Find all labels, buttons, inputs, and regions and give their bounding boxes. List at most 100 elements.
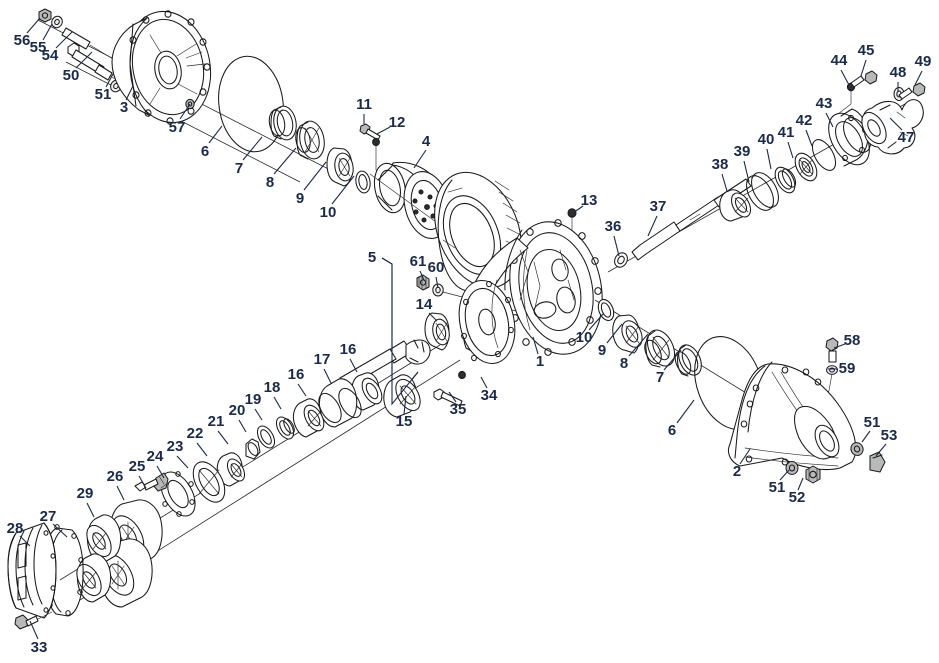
part-bearing-cup-22 bbox=[192, 461, 226, 503]
callout-39-bearing-cup-input: 39 bbox=[734, 143, 750, 183]
callout-26-helical-gear-set: 26 bbox=[107, 468, 125, 501]
leader-line-2 bbox=[739, 448, 751, 465]
callout-number-25: 25 bbox=[129, 458, 146, 475]
callout-number-38: 38 bbox=[712, 156, 729, 173]
leader-line-4 bbox=[413, 149, 427, 169]
callout-18-thrust-washer: 18 bbox=[264, 379, 282, 410]
callout-number-6: 6 bbox=[201, 143, 209, 160]
callout-number-22: 22 bbox=[187, 425, 204, 442]
callout-number-10: 10 bbox=[320, 204, 337, 221]
callout-number-56: 56 bbox=[14, 32, 31, 49]
callout-number-15: 15 bbox=[396, 413, 413, 430]
part-output-yoke-47 bbox=[861, 99, 924, 155]
callout-number-23: 23 bbox=[167, 438, 184, 455]
callout-number-53: 53 bbox=[881, 427, 898, 444]
part-pinion-nut-61 bbox=[416, 274, 430, 291]
leader-line-54 bbox=[55, 31, 73, 49]
leader-line-34 bbox=[480, 376, 488, 389]
callout-10-shim-ring: 10 bbox=[320, 175, 355, 221]
leader-line-25 bbox=[138, 475, 147, 489]
callout-number-8: 8 bbox=[266, 174, 274, 191]
part-seal-ring-42 bbox=[811, 139, 837, 171]
leader-line-26 bbox=[116, 485, 125, 501]
leader-line-16 bbox=[349, 358, 358, 373]
leader-line-12 bbox=[376, 126, 391, 135]
callout-53-drain-plug: 53 bbox=[875, 427, 898, 457]
callout-4-differential-case: 4 bbox=[413, 133, 431, 169]
part-roller-bearing-16-lower bbox=[292, 398, 325, 438]
leader-line-60 bbox=[435, 276, 439, 289]
part-o-ring-6-left bbox=[218, 55, 284, 153]
callout-1-carrier-housing: 1 bbox=[532, 336, 544, 370]
callout-57-dowel-pin: 57 bbox=[169, 103, 191, 136]
part-carrier-housing-1 bbox=[458, 219, 603, 364]
part-spacer-19 bbox=[256, 425, 276, 449]
part-bearing-cup-7-left bbox=[268, 105, 297, 141]
callout-24-shift-fork: 24 bbox=[147, 448, 165, 479]
leader-line-61 bbox=[419, 270, 425, 281]
callout-51-lock-washer: 51 bbox=[861, 414, 880, 443]
callout-56-hex-nut: 56 bbox=[14, 17, 41, 49]
callout-number-17: 17 bbox=[314, 351, 331, 368]
part-washer-55 bbox=[51, 15, 63, 29]
callout-28-cover-housing: 28 bbox=[7, 520, 31, 547]
callout-6-o-ring-seal: 6 bbox=[668, 399, 695, 439]
leader-line-49 bbox=[914, 70, 923, 86]
leader-line-18 bbox=[273, 396, 282, 410]
leader-line-27 bbox=[52, 523, 68, 538]
callout-number-29: 29 bbox=[77, 485, 94, 502]
leader-line-53 bbox=[875, 443, 887, 457]
leader-line-9 bbox=[606, 323, 623, 344]
callout-13-breather-plug: 13 bbox=[572, 192, 597, 214]
part-hex-nut-56 bbox=[38, 8, 52, 23]
leader-line-20 bbox=[238, 419, 247, 433]
callout-29-idler-bearing: 29 bbox=[77, 485, 95, 518]
callout-8-bearing-cone: 8 bbox=[620, 333, 649, 372]
part-cover-housing-28 bbox=[7, 522, 57, 619]
leader-line-51 bbox=[105, 73, 114, 88]
leader-line-36 bbox=[613, 235, 620, 257]
leader-line-57 bbox=[179, 103, 191, 120]
callout-2-bearing-cap-right: 2 bbox=[733, 448, 751, 480]
leader-line-14 bbox=[428, 312, 438, 322]
callout-40-spacer-ring: 40 bbox=[758, 131, 774, 170]
callout-number-60: 60 bbox=[428, 259, 445, 276]
part-group-input-shaft-assembly bbox=[607, 70, 926, 273]
callout-number-16: 16 bbox=[340, 341, 357, 358]
leader-line-42 bbox=[805, 129, 813, 147]
callout-number-3: 3 bbox=[120, 99, 128, 116]
callout-44-retainer-bolt: 44 bbox=[831, 52, 850, 86]
leader-line-43 bbox=[825, 112, 834, 128]
callout-number-35: 35 bbox=[450, 401, 467, 418]
callout-5-gear-set-bracket: 5 bbox=[368, 249, 419, 406]
leader-line-10 bbox=[588, 313, 604, 331]
part-bearing-spacer-sleeve-17 bbox=[318, 378, 362, 428]
callout-23-flange-plate: 23 bbox=[167, 438, 189, 469]
callout-7-bearing-cup: 7 bbox=[235, 136, 263, 177]
part-hex-nut-52 bbox=[805, 465, 821, 484]
leader-line-16 bbox=[297, 383, 307, 397]
part-roll-pin-34 bbox=[458, 370, 466, 380]
callout-number-14: 14 bbox=[416, 296, 433, 313]
callout-48-flat-washer: 48 bbox=[890, 64, 906, 92]
callout-number-26: 26 bbox=[107, 468, 124, 485]
leader-line-8 bbox=[273, 147, 297, 175]
part-thrust-washer-18 bbox=[275, 416, 295, 440]
leader-line-6 bbox=[208, 125, 223, 144]
callout-number-24: 24 bbox=[147, 448, 164, 465]
callout-15-pinion-bearing-rear: 15 bbox=[396, 395, 413, 430]
callout-number-51: 51 bbox=[95, 86, 112, 103]
part-shim-ring-10-left bbox=[355, 170, 371, 194]
callout-12-lock-plate: 12 bbox=[376, 114, 405, 135]
part-bearing-cup-39 bbox=[746, 172, 779, 211]
leader-line-33 bbox=[29, 620, 39, 640]
callout-19-spacer: 19 bbox=[245, 391, 263, 421]
leader-line-15 bbox=[403, 395, 407, 415]
callout-50-adjusting-screw: 50 bbox=[63, 51, 93, 84]
leader-line-13 bbox=[572, 205, 584, 214]
callout-27-gasket: 27 bbox=[40, 508, 68, 538]
part-lock-washer-51-bottom bbox=[785, 461, 799, 475]
